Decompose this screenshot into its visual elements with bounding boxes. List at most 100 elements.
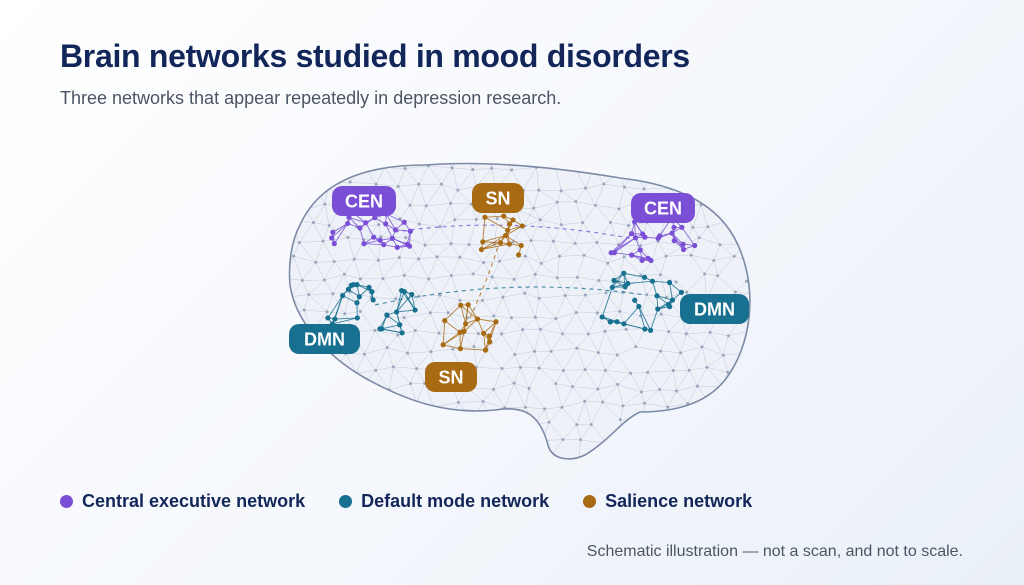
mesh-node — [749, 329, 750, 333]
mesh-node — [413, 328, 417, 332]
mesh-edge — [410, 368, 417, 384]
cluster-node — [370, 297, 376, 303]
cluster-edge — [332, 317, 358, 325]
mesh-node — [288, 146, 291, 149]
mesh-edge — [322, 225, 330, 242]
mesh-node — [759, 171, 762, 174]
mesh-edge — [436, 243, 452, 257]
mesh-edge — [324, 204, 330, 226]
mesh-edge — [660, 350, 681, 353]
mesh-edge — [360, 278, 372, 298]
mesh-edge — [482, 389, 494, 402]
mesh-edge — [430, 333, 440, 352]
mesh-edge — [641, 391, 645, 404]
mesh-edge — [597, 443, 608, 459]
mesh-edge — [583, 242, 598, 256]
mesh-edge — [290, 364, 300, 385]
mesh-edge — [511, 163, 527, 171]
mesh-node — [597, 279, 601, 283]
mesh-edge — [482, 296, 503, 301]
mesh-edge — [355, 354, 365, 374]
mesh-node — [705, 188, 709, 192]
mesh-edge — [575, 201, 596, 206]
mesh-edge — [313, 163, 325, 173]
mesh-node — [617, 170, 621, 174]
mesh-edge — [575, 242, 597, 244]
mesh-edge — [407, 352, 417, 369]
mesh-node — [396, 184, 400, 188]
mesh-edge — [729, 439, 750, 442]
mesh-edge — [534, 329, 541, 352]
cluster-edge — [623, 323, 646, 330]
mesh-node — [482, 151, 485, 154]
mesh-edge — [593, 167, 620, 172]
cluster-node — [345, 220, 351, 227]
cluster-node — [377, 326, 383, 332]
mesh-edge — [520, 351, 535, 368]
mesh-node — [653, 460, 656, 463]
mesh-edge — [399, 218, 406, 238]
mesh-edge — [451, 167, 459, 191]
mesh-node — [438, 144, 441, 147]
mesh-node — [529, 239, 533, 243]
mesh-edge — [439, 294, 461, 301]
mesh-edge — [404, 312, 431, 318]
cluster-node — [516, 252, 522, 258]
mesh-edge — [557, 190, 562, 203]
cluster-node — [632, 297, 638, 303]
mesh-edge — [397, 186, 411, 206]
mesh-edge — [493, 389, 505, 408]
mesh-edge — [349, 441, 376, 444]
mesh-edge — [623, 163, 635, 172]
mesh-node — [695, 384, 699, 388]
mesh-edge — [713, 260, 718, 276]
mesh-edge — [491, 276, 504, 298]
mesh-edge — [337, 405, 351, 407]
mesh-edge — [697, 367, 708, 387]
mesh-node — [381, 277, 385, 281]
mesh-node — [584, 186, 588, 190]
mesh-edge — [356, 370, 376, 374]
cluster-node — [609, 284, 615, 290]
mesh-node — [327, 224, 331, 228]
mesh-edge — [374, 401, 397, 409]
mesh-edge — [555, 370, 564, 384]
mesh-edge — [562, 333, 578, 349]
mesh-edge — [302, 423, 312, 442]
mesh-node — [558, 254, 562, 258]
mesh-edge — [350, 405, 364, 429]
mesh-node — [586, 332, 590, 336]
cluster-edge — [365, 222, 375, 238]
mesh-edge — [347, 237, 355, 260]
mesh-edge — [376, 183, 399, 187]
mesh-node — [560, 405, 564, 409]
mesh-edge — [324, 385, 345, 391]
mesh-node — [490, 275, 494, 279]
cluster-node — [518, 242, 524, 249]
mesh-edge — [483, 163, 492, 169]
mesh-node — [763, 347, 766, 350]
mesh-edge — [751, 318, 765, 331]
mesh-edge — [294, 184, 315, 191]
mesh-edge — [717, 256, 735, 276]
mesh-edge — [701, 346, 708, 368]
label-pill-background — [425, 362, 477, 392]
cluster-node — [350, 282, 357, 288]
mesh-edge — [289, 291, 291, 297]
mesh-edge — [723, 386, 734, 410]
mesh-node — [289, 436, 292, 440]
mesh-edge — [553, 224, 562, 242]
cluster-node — [401, 219, 407, 225]
mesh-edge — [750, 404, 760, 423]
mesh-edge — [534, 274, 540, 299]
mesh-edge — [673, 151, 692, 154]
mesh-edge — [452, 167, 473, 170]
cluster-node — [671, 238, 677, 244]
mesh-edge — [617, 354, 631, 374]
cluster-node — [478, 246, 485, 253]
mesh-edge — [630, 373, 642, 393]
mesh-edge — [326, 457, 344, 459]
mesh-edge — [706, 367, 728, 373]
mesh-edge — [371, 278, 384, 298]
mesh-edge — [647, 370, 674, 373]
